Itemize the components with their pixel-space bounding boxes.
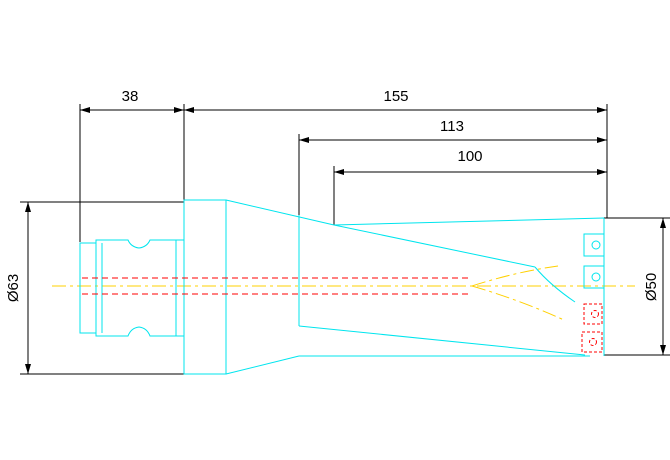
insert-top-screw (591, 240, 601, 250)
centerline-layer (52, 265, 635, 321)
insert-lower (583, 303, 603, 325)
insert-mid-screw (591, 272, 601, 282)
body-top (333, 217, 605, 226)
insert-bottom (581, 331, 603, 353)
coolant-jet-lower (471, 285, 565, 321)
flange-outline (183, 199, 227, 375)
shank-outline (79, 239, 184, 337)
dimension-label-155: 155 (383, 88, 408, 105)
cone-bottom (225, 355, 300, 375)
insert-mid (583, 265, 605, 289)
dimension-label-113: 113 (440, 118, 464, 135)
insert-lower-screw (591, 310, 599, 318)
coolant-jet-upper (471, 265, 559, 287)
dimension-layer: 38 155 113 100 Ø63 Ø50 (5, 88, 670, 375)
insert-top (583, 233, 605, 257)
dimension-label-38: 38 (122, 88, 139, 105)
dimension-label-d50: Ø50 (643, 273, 660, 301)
dimension-label-100: 100 (457, 148, 482, 165)
body-inner-lower (298, 325, 586, 356)
cone-top (225, 199, 335, 226)
hidden-line-layer (82, 277, 472, 295)
flute-edge-upper (333, 224, 536, 268)
insert-bottom-screw (589, 338, 597, 346)
tool-outline (79, 199, 605, 375)
dimension-label-d63: Ø63 (5, 274, 22, 302)
flute-curve (534, 266, 576, 303)
